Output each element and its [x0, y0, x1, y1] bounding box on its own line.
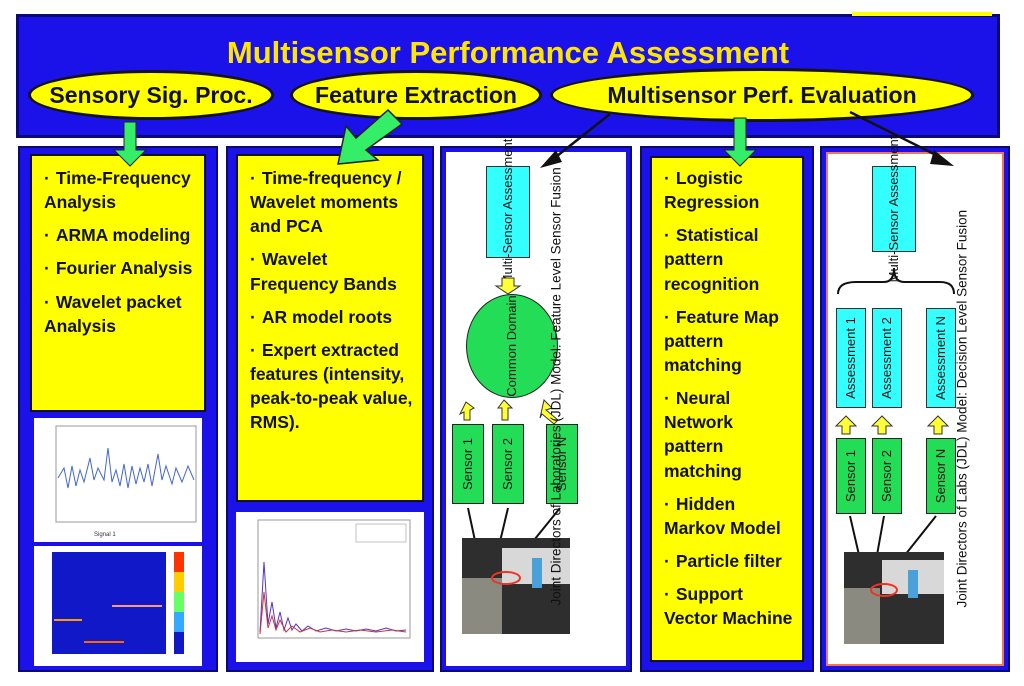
page-title: Multisensor Performance Assessment: [226, 35, 790, 70]
signal-plot-thumbnail: Signal 1: [34, 418, 202, 542]
sensor-2-box: Sensor 2: [492, 424, 524, 504]
list-feature-extraction: ·Time-frequency / Wavelet moments and PC…: [236, 154, 424, 502]
list-item: ·Wavelet Frequency Bands: [250, 249, 397, 294]
feature-fusion-diagram: Multi-Sensor Assessment Common Domain Se…: [446, 139, 626, 666]
sensor-2-box-2: Sensor 2: [872, 438, 902, 514]
sensor-1-label-2: Sensor 1: [842, 449, 858, 503]
list-item: ·Particle filter: [664, 550, 782, 571]
machine-photo-graphic-2: [844, 552, 944, 644]
accent-strip: [852, 12, 992, 16]
list-item: ·Feature Map pattern matching: [664, 306, 779, 375]
list-item: ·Expert extracted features (intensity, p…: [250, 339, 413, 433]
list-item: ·ARMA modeling: [44, 225, 191, 246]
sensor-1-box-2: Sensor 1: [836, 438, 866, 514]
feature-fusion-side-label: Joint Directors of Laboratories (JDL) Mo…: [548, 167, 564, 606]
list-item: ·Hidden Markov Model: [664, 493, 781, 538]
list-performance-evaluation: ·Logistic Regression ·Statistical patter…: [650, 156, 804, 662]
common-domain-ellipse: Common Domain: [466, 294, 558, 398]
assessment-1-label: Assessment 1: [842, 317, 858, 399]
ellipse-multisensor-perf-evaluation: Multisensor Perf. Evaluation: [550, 68, 974, 122]
assessment-n-box: Assessment N: [926, 308, 956, 408]
list-item: ·Neural Network pattern matching: [664, 388, 742, 481]
list-signal-processing: ·Time-Frequency Analysis ·ARMA modeling …: [30, 154, 206, 412]
ellipse-feature-extraction: Feature Extraction: [290, 70, 542, 120]
multi-sensor-assessment-box-2: Multi-Sensor Assessment: [872, 136, 916, 282]
feature-plot-thumbnail: [236, 512, 424, 662]
signal-plot-graphic: Signal 1: [55, 425, 197, 538]
feature-plot-graphic: [257, 519, 411, 639]
list-item: ·Wavelet packet Analysis: [44, 291, 182, 336]
sensor-2-label-2: Sensor 2: [878, 449, 894, 503]
list-item: ·AR model roots: [250, 306, 393, 327]
list-item: ·Time-frequency / Wavelet moments and PC…: [250, 168, 402, 237]
svg-text:Signal 1: Signal 1: [94, 532, 116, 538]
assessment-2-box: Assessment 2: [872, 308, 902, 408]
assessment-n-label: Assessment N: [932, 316, 948, 400]
sensor-n-label-2: Sensor N: [932, 448, 948, 504]
list-item: ·Fourier Analysis: [44, 258, 193, 279]
ellipse-sensory-sig-proc: Sensory Sig. Proc.: [28, 70, 274, 120]
spectrogram-thumbnail: [34, 546, 202, 666]
machine-photo-graphic: [462, 538, 570, 634]
list-item: ·Support Vector Machine: [664, 584, 793, 629]
machine-photo: [462, 538, 570, 634]
list-item: ·Time-Frequency Analysis: [44, 168, 191, 213]
list-item: ·Statistical pattern recognition: [664, 225, 760, 294]
list-item: ·Logistic Regression: [664, 168, 760, 213]
machine-photo-2: [844, 552, 944, 644]
decision-fusion-side-label: Joint Directors of Labs (JDL) Model: Dec…: [954, 209, 970, 608]
decision-fusion-diagram: Multi-Sensor Assessment Assessment 1 Ass…: [826, 136, 1004, 666]
sensor-1-box: Sensor 1: [452, 424, 484, 504]
assessment-1-box: Assessment 1: [836, 308, 866, 408]
sensor-n-box: Sensor N: [546, 424, 578, 504]
spectrogram-graphic: [52, 552, 184, 654]
assessment-2-label: Assessment 2: [878, 317, 894, 399]
multi-sensor-assessment-box: Multi-Sensor Assessment: [486, 139, 530, 285]
sensor-n-box-2: Sensor N: [926, 438, 956, 514]
